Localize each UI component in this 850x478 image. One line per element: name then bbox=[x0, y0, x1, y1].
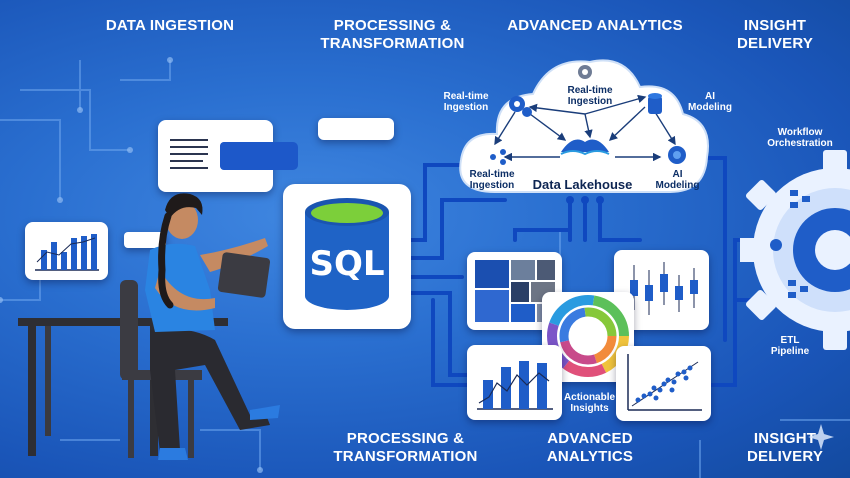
bar-chart-card-bottom bbox=[467, 345, 562, 420]
workflow-icons bbox=[770, 190, 810, 298]
etl-line2: Pipeline bbox=[770, 346, 810, 357]
gear-icon bbox=[509, 96, 532, 117]
blank-label-card bbox=[318, 118, 394, 140]
cloud-node-right-label: AI Modeling bbox=[655, 169, 700, 191]
header-insight-top: INSIGHT DELIVERY bbox=[720, 17, 830, 53]
cloud-node-left-line2: Ingestion bbox=[469, 180, 515, 191]
gear-pipeline-graphic bbox=[740, 150, 850, 350]
data-lakehouse-label: Data Lakehouse bbox=[532, 177, 633, 192]
data-lakehouse-cloud bbox=[459, 59, 709, 193]
chair bbox=[120, 280, 138, 380]
header-analytics-bottom-line2: ANALYTICS bbox=[546, 448, 634, 465]
sync-gear-icon bbox=[578, 65, 592, 79]
tablet-device bbox=[217, 252, 271, 298]
outer-right-line1: AI bbox=[705, 91, 715, 102]
sunburst-chart-icon bbox=[547, 295, 629, 377]
header-processing-bottom-line2: TRANSFORMATION bbox=[333, 448, 478, 465]
header-processing-top: PROCESSING & TRANSFORMATION bbox=[305, 17, 480, 53]
cloud-node-top-label: Real-time Ingestion bbox=[560, 85, 620, 107]
outer-left-line2: Ingestion bbox=[443, 102, 489, 113]
header-insight-bottom-line2: DELIVERY bbox=[746, 448, 824, 465]
actionable-insights-label: Actionable Insights bbox=[552, 392, 627, 414]
header-insight-bottom-line1: INSIGHT bbox=[753, 430, 817, 447]
bar-chart-icon bbox=[35, 234, 99, 271]
header-analytics-bottom-line1: ADVANCED bbox=[547, 430, 633, 447]
actionable-insights-line1: Actionable bbox=[563, 392, 616, 403]
workflow-orchestration-label: Workflow Orchestration bbox=[750, 127, 850, 149]
sql-database-card: SQL bbox=[283, 184, 411, 329]
blue-button-shape bbox=[220, 142, 298, 170]
sql-label: SQL bbox=[309, 244, 385, 284]
header-insight-line1: INSIGHT bbox=[743, 17, 807, 34]
outer-right-line2: Modeling bbox=[688, 102, 732, 113]
scatter-plot-card bbox=[616, 346, 711, 421]
blank-tag-card bbox=[124, 232, 166, 248]
etl-line1: ETL bbox=[780, 335, 800, 346]
header-insight-bottom: INSIGHT DELIVERY bbox=[735, 430, 835, 466]
workflow-line1: Workflow bbox=[777, 127, 823, 138]
header-processing-line1: PROCESSING & bbox=[333, 17, 452, 34]
treemap-chart-icon bbox=[475, 260, 555, 322]
header-processing-bottom-line1: PROCESSING & bbox=[346, 430, 465, 447]
cloud-node-right-line1: AI bbox=[672, 169, 683, 180]
outer-left-line1: Real-time bbox=[443, 91, 489, 102]
cloud-node-top-line2: Ingestion bbox=[567, 96, 613, 107]
database-icon bbox=[648, 93, 662, 114]
box-plot-icon bbox=[630, 262, 698, 315]
cloud-node-left-label: Real-time Ingestion bbox=[462, 169, 522, 191]
scatter-plot-icon bbox=[627, 354, 702, 411]
flow-icon bbox=[490, 149, 506, 165]
header-processing-bottom: PROCESSING & TRANSFORMATION bbox=[318, 430, 493, 466]
etl-pipeline-label: ETL Pipeline bbox=[760, 335, 820, 357]
workflow-line2: Orchestration bbox=[767, 138, 833, 149]
cloud-node-left-line1: Real-time bbox=[469, 169, 515, 180]
sparkle-icon bbox=[808, 424, 834, 450]
header-analytics-top: ADVANCED ANALYTICS bbox=[507, 17, 683, 34]
header-insight-line2: DELIVERY bbox=[736, 35, 814, 52]
header-analytics-bottom: ADVANCED ANALYTICS bbox=[530, 430, 650, 466]
brain-icon bbox=[668, 146, 686, 164]
database-cylinder-icon bbox=[305, 198, 389, 310]
bar-chart-card-left bbox=[25, 222, 108, 280]
header-data-ingestion: DATA INGESTION bbox=[105, 17, 235, 34]
bar-line-chart-icon bbox=[477, 361, 553, 410]
actionable-insights-line2: Insights bbox=[570, 403, 609, 414]
person-at-desk-illustration bbox=[18, 193, 280, 460]
cloud-node-right-line2: Modeling bbox=[655, 180, 700, 191]
outer-right-label: AI Modeling bbox=[680, 91, 740, 113]
header-processing-line2: TRANSFORMATION bbox=[320, 35, 465, 52]
outer-left-label: Real-time Ingestion bbox=[432, 91, 500, 113]
wave-icon bbox=[560, 139, 610, 156]
cloud-node-top-line1: Real-time bbox=[567, 85, 613, 96]
